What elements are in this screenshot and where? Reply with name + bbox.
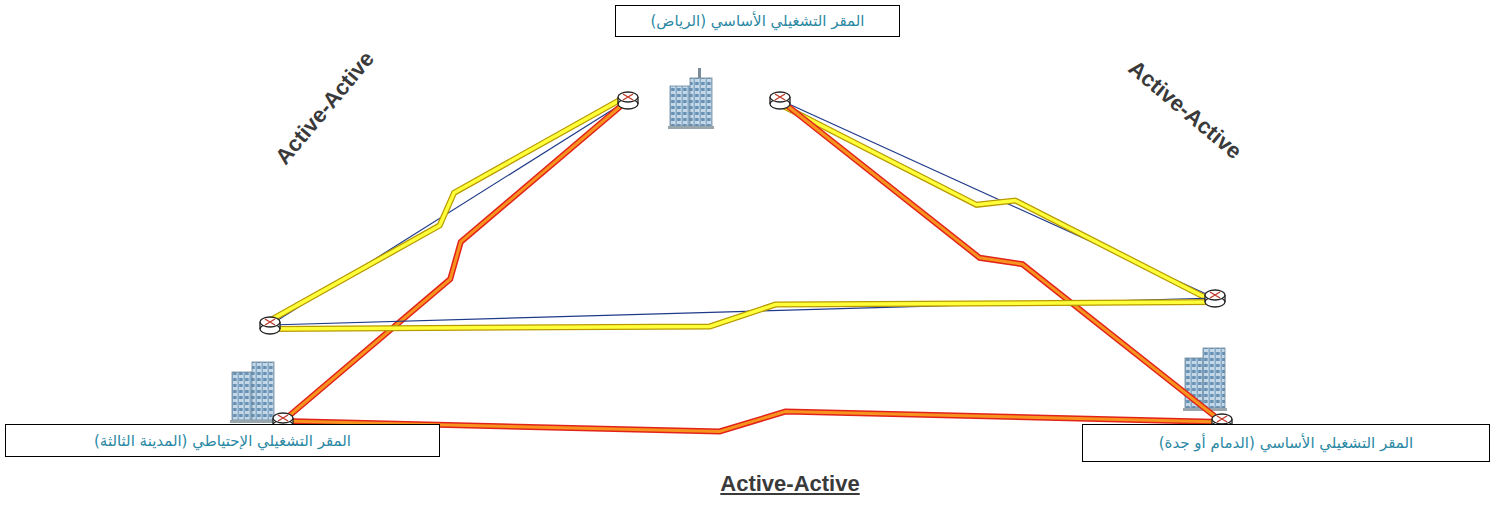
building-icon (230, 362, 276, 423)
site-box: المقر التشغيلي الأساسي (الرياض) (615, 5, 900, 37)
link-bolt (270, 302, 1215, 329)
router-icon (770, 92, 790, 109)
building-icon (668, 68, 714, 129)
link-bolt-outline (780, 100, 1222, 422)
link-bolt (780, 100, 1222, 422)
link-bolt (283, 100, 628, 421)
link-mode-label: Active-Active (270, 46, 380, 169)
primary-link (270, 298, 1215, 329)
backup-link (283, 100, 628, 421)
site-name: المقر التشغيلي الأساسي (الرياض) (651, 12, 865, 30)
backup-link (780, 100, 1222, 422)
site-box: المقر التشغيلي الأساسي (الدمام أو جدة) (1082, 424, 1490, 462)
link-bolt-outline (270, 302, 1215, 329)
link-bolt (778, 104, 1213, 302)
site-name: المقر التشغيلي الإحتياطي (المدينة الثالث… (94, 432, 351, 450)
link-bolt-outline (283, 100, 628, 421)
link-mode-label: Active-Active (1123, 55, 1246, 165)
site-box: المقر التشغيلي الإحتياطي (المدينة الثالث… (5, 424, 440, 457)
primary-link (778, 100, 1215, 302)
site-name: المقر التشغيلي الأساسي (الدمام أو جدة) (1159, 434, 1414, 452)
router-icon (260, 317, 280, 334)
router-icon (1205, 290, 1225, 307)
link-bolt-outline (778, 104, 1213, 302)
router-icon (618, 92, 638, 109)
link-mode-label: Active-Active (720, 471, 859, 497)
building-icon (1183, 348, 1227, 411)
